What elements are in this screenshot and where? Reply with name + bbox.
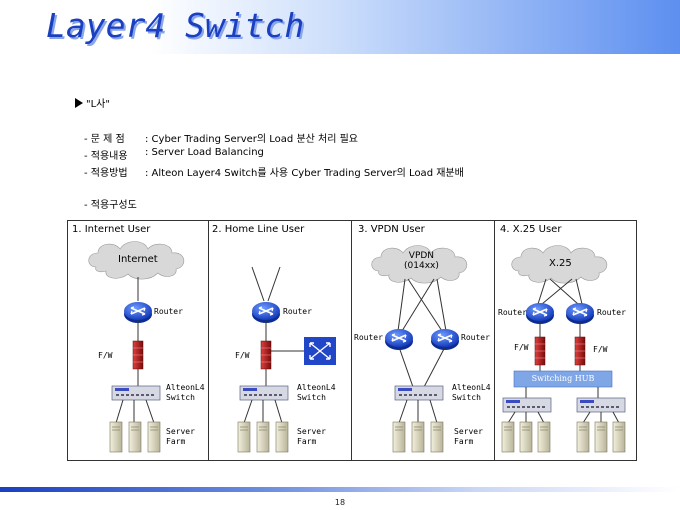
l4-switch-icon xyxy=(502,397,552,413)
internet-cloud-label: Internet xyxy=(118,254,158,265)
section-4-graphics xyxy=(501,245,626,453)
server-icon xyxy=(612,421,626,453)
vpdn-cloud-label: VPDN (014xx) xyxy=(404,251,439,271)
row-value-method: : Alteon Layer4 Switch를 사용 Cyber Trading… xyxy=(145,168,464,179)
server-icon xyxy=(430,421,444,453)
router-label: Router xyxy=(154,307,183,316)
server-farm-label: Server Farm xyxy=(166,427,195,446)
router-icon xyxy=(565,302,595,325)
row-label-problem: - 문 제 점 xyxy=(84,134,125,145)
section-title-internet: 1. Internet User xyxy=(72,224,151,235)
server-icon xyxy=(411,421,425,453)
section-divider xyxy=(494,221,495,460)
cross-switch-icon xyxy=(304,337,336,365)
router-label: Router xyxy=(461,333,490,342)
router-label: Router xyxy=(354,333,383,342)
router-icon xyxy=(430,328,460,351)
firewall-label: F/W xyxy=(593,345,608,354)
section-divider xyxy=(351,221,352,460)
l4-switch-icon xyxy=(111,385,161,401)
bullet-item: "L사" xyxy=(75,95,110,110)
firewall-label: F/W xyxy=(514,343,529,352)
router-icon xyxy=(123,301,153,324)
firewall-icon xyxy=(260,340,272,370)
title-bar xyxy=(0,0,680,54)
server-icon xyxy=(576,421,590,453)
config-heading: - 적용구성도 xyxy=(84,200,137,211)
page-number: 18 xyxy=(334,498,346,507)
server-icon xyxy=(519,421,533,453)
router-label: Router xyxy=(597,308,626,317)
firewall-icon xyxy=(574,336,586,366)
server-icon xyxy=(256,421,270,453)
l4-switch-icon xyxy=(239,385,289,401)
network-diagram: 1. Internet User 2. Home Line User 3. VP… xyxy=(67,220,637,461)
server-icon xyxy=(594,421,608,453)
row-value-content: : Server Load Balancing xyxy=(145,147,264,158)
section-title-home-line: 2. Home Line User xyxy=(212,224,305,235)
router-icon xyxy=(384,328,414,351)
section-title-x25: 4. X.25 User xyxy=(500,224,562,235)
row-label-method: - 적용방법 xyxy=(84,168,128,179)
bottom-bar xyxy=(0,487,680,492)
router-icon xyxy=(251,301,281,324)
x25-cloud-label: X.25 xyxy=(549,258,572,269)
switching-hub-label: Switching HUB xyxy=(531,374,595,383)
switch-label: AlteonL4 Switch xyxy=(297,383,336,402)
switch-label: AlteonL4 Switch xyxy=(166,383,205,402)
router-label: Router xyxy=(498,308,527,317)
server-icon xyxy=(275,421,289,453)
row-value-problem: : Cyber Trading Server의 Load 분산 처리 필요 xyxy=(145,134,359,145)
firewall-icon xyxy=(132,340,144,370)
section-1-graphics xyxy=(88,241,185,453)
section-3-graphics xyxy=(371,245,468,453)
server-icon xyxy=(237,421,251,453)
section-title-vpdn: 3. VPDN User xyxy=(358,224,425,235)
router-label: Router xyxy=(283,307,312,316)
server-farm-label: Server Farm xyxy=(297,427,326,446)
triangle-bullet-icon xyxy=(75,98,83,108)
l4-switch-icon xyxy=(576,397,626,413)
switching-hub-icon xyxy=(513,370,613,388)
diagram-graphics xyxy=(88,241,626,453)
l4-switch-icon xyxy=(394,385,444,401)
row-label-content: - 적용내용 xyxy=(84,151,128,162)
server-icon xyxy=(128,421,142,453)
router-icon xyxy=(525,302,555,325)
server-icon xyxy=(147,421,161,453)
slide-title: Layer4 Switch xyxy=(46,6,305,45)
firewall-label: F/W xyxy=(235,351,250,360)
switch-label: AlteonL4 Switch xyxy=(452,383,491,402)
server-icon xyxy=(392,421,406,453)
server-icon xyxy=(537,421,551,453)
server-farm-label: Server Farm xyxy=(454,427,483,446)
server-icon xyxy=(109,421,123,453)
section-2-graphics xyxy=(237,266,336,453)
section-divider xyxy=(208,221,209,460)
firewall-label: F/W xyxy=(98,351,113,360)
bullet-text: "L사" xyxy=(86,99,110,110)
firewall-icon xyxy=(534,336,546,366)
server-icon xyxy=(501,421,515,453)
